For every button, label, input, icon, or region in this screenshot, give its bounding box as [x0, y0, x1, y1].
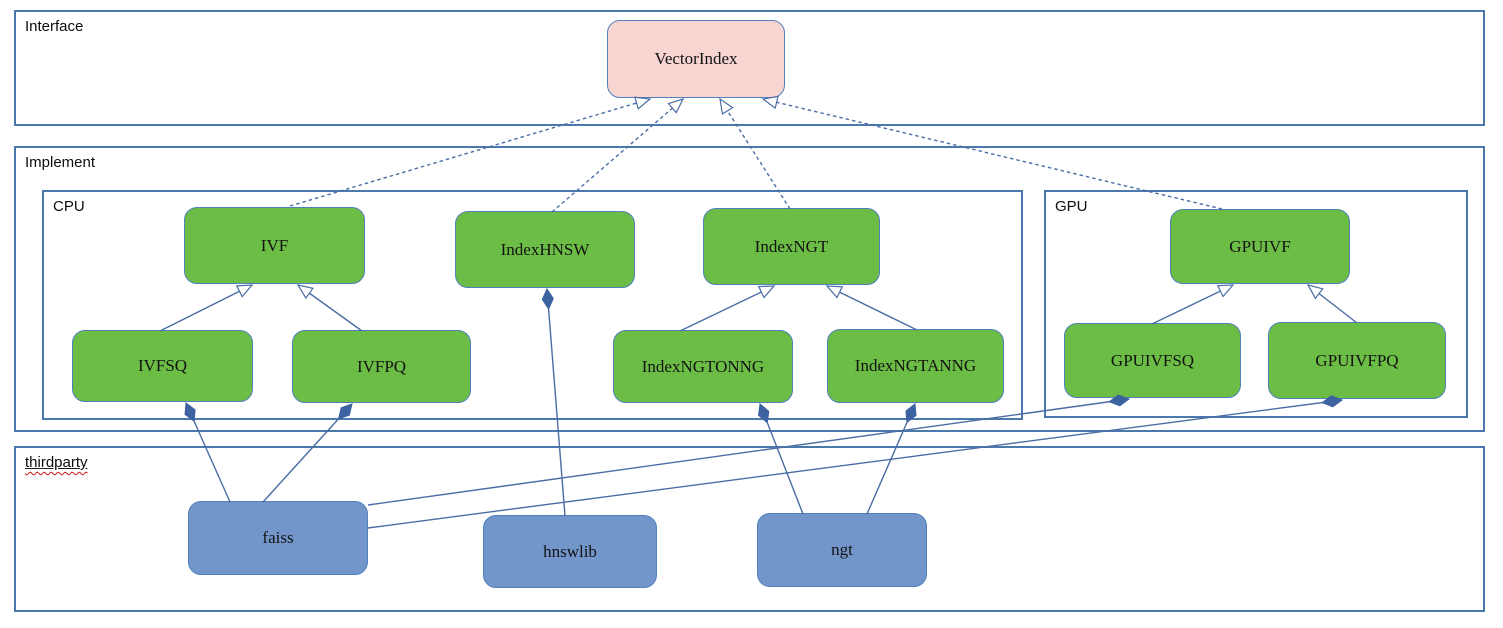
node-ivfpq: IVFPQ: [292, 330, 471, 403]
container-cpu-label: CPU: [53, 198, 85, 215]
node-indexhnsw-label: IndexHNSW: [500, 239, 590, 259]
node-gpuivf-label: GPUIVF: [1229, 236, 1291, 256]
node-faiss: faiss: [188, 501, 368, 575]
container-gpu-label: GPU: [1055, 198, 1088, 215]
node-gpuivfpq-label: GPUIVFPQ: [1315, 350, 1399, 370]
node-hnswlib: hnswlib: [483, 515, 657, 588]
node-indexngt: IndexNGT: [703, 208, 880, 285]
container-cpu-label-text: CPU: [53, 198, 85, 215]
node-vectorindex-label: VectorIndex: [654, 49, 738, 68]
node-ngt-label: ngt: [831, 540, 853, 559]
node-ivfpq-label: IVFPQ: [356, 356, 407, 376]
container-implement-label: Implement: [25, 154, 95, 171]
container-interface-label: Interface: [25, 18, 83, 35]
container-thirdparty-label-text: thirdparty: [25, 454, 88, 471]
node-ivfsq-label: IVFSQ: [137, 356, 188, 375]
node-ivf: IVF: [184, 207, 365, 284]
node-faiss-label: faiss: [262, 528, 294, 547]
node-indexngtonng-label: IndexNGTONNG: [641, 356, 765, 376]
node-indexngtonng: IndexNGTONNG: [613, 330, 793, 403]
container-gpu-label-text: GPU: [1055, 198, 1088, 215]
node-ivf-label: IVF: [260, 235, 289, 255]
node-indexngtanng: IndexNGTANNG: [827, 329, 1004, 403]
container-thirdparty-label: thirdparty: [25, 454, 88, 471]
node-ngt: ngt: [757, 513, 927, 587]
node-gpuivfsq: GPUIVFSQ: [1064, 323, 1241, 398]
node-indexngtanng-label: IndexNGTANNG: [854, 356, 977, 375]
node-gpuivf: GPUIVF: [1170, 209, 1350, 284]
node-gpuivfpq: GPUIVFPQ: [1268, 322, 1446, 399]
container-interface-label-text: Interface: [25, 18, 84, 35]
node-indexngt-label: IndexNGT: [754, 236, 829, 256]
node-gpuivfsq-label: GPUIVFSQ: [1110, 350, 1195, 370]
node-indexhnsw: IndexHNSW: [455, 211, 635, 288]
node-ivfsq: IVFSQ: [72, 330, 253, 402]
container-implement-label-text: Implement: [25, 154, 96, 171]
node-vectorindex: VectorIndex: [607, 20, 785, 98]
node-hnswlib-label: hnswlib: [543, 541, 597, 561]
